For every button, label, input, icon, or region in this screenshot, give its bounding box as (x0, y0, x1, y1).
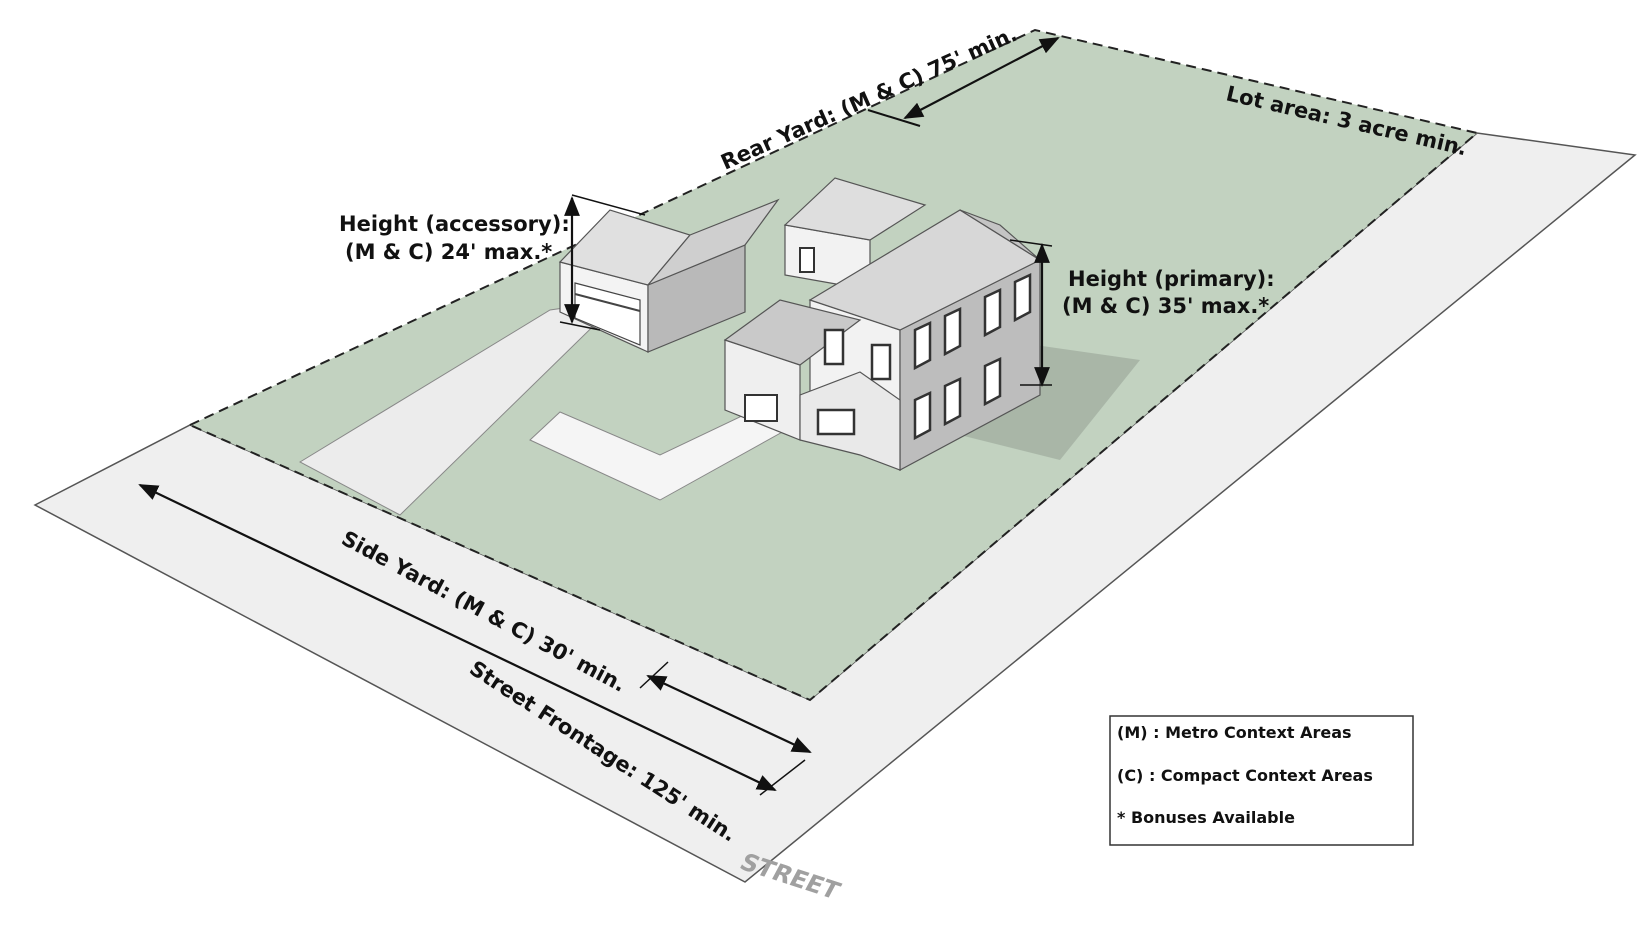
primary-height-label-line2: (M & C) 35' max.* (1062, 294, 1269, 318)
street-label: STREET (735, 848, 845, 904)
accessory-height-label-line1: Height (accessory): (339, 212, 570, 236)
rear-yard-dimension (867, 37, 1060, 127)
primary-height-label-line1: Height (primary): (1068, 267, 1275, 291)
garage (558, 198, 780, 353)
legend-metro: (M) : Metro Context Areas (1117, 723, 1352, 742)
primary-height-dimension (1009, 239, 1053, 387)
primary-house (723, 177, 1042, 472)
accessory-height-dimension (559, 194, 646, 331)
legend-box: (M) : Metro Context Areas (C) : Compact … (1109, 715, 1414, 846)
legend-compact: (C) : Compact Context Areas (1117, 766, 1373, 785)
legend-bonus: * Bonuses Available (1117, 808, 1295, 827)
side-yard-dimension (639, 661, 812, 753)
accessory-height-label-line2: (M & C) 24' max.* (345, 240, 552, 264)
